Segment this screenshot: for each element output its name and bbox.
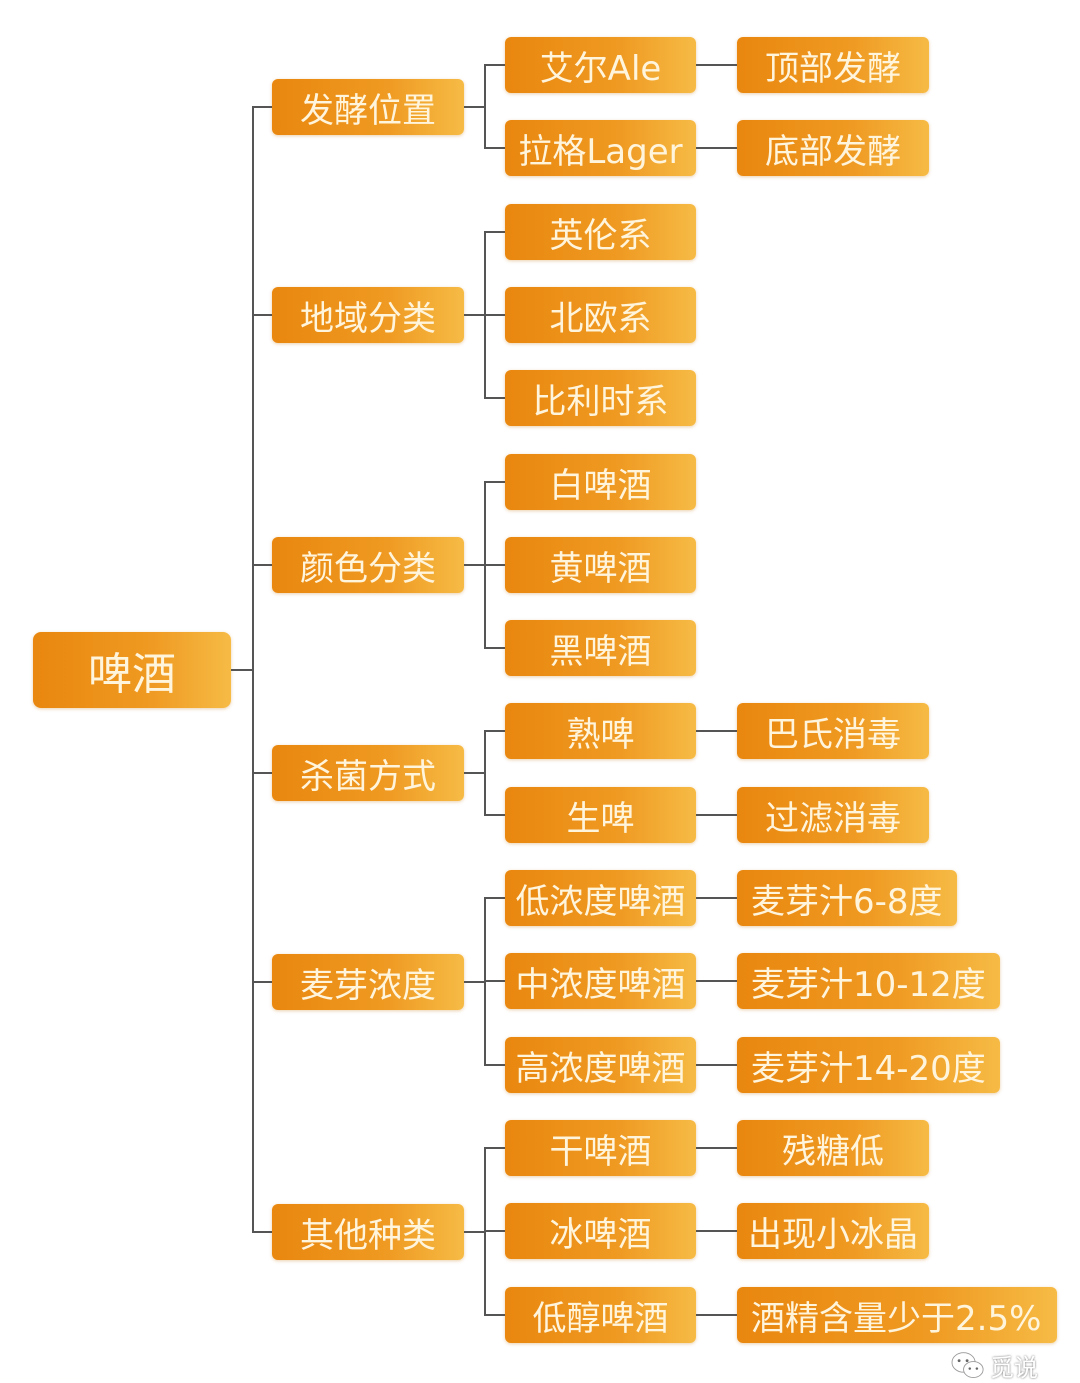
connector-line: [485, 231, 505, 233]
connector-line: [485, 1147, 505, 1149]
connector-line: [253, 314, 272, 316]
connector-line: [484, 1147, 486, 1316]
sub-category-node: 比利时系: [505, 370, 696, 426]
connector-line: [485, 397, 505, 399]
detail-node: 酒精含量少于2.5%: [737, 1287, 1057, 1343]
sub-category-node: 低浓度啤酒: [505, 870, 696, 926]
connector-line: [484, 64, 486, 149]
connector-line: [485, 814, 505, 816]
detail-node: 麦芽汁14-20度: [737, 1037, 1000, 1093]
sub-category-node: 拉格Lager: [505, 120, 696, 176]
sub-category-node: 黑啤酒: [505, 620, 696, 676]
detail-node: 残糖低: [737, 1120, 929, 1176]
connector-line: [485, 314, 505, 316]
category-node: 其他种类: [272, 1204, 464, 1260]
connector-line: [696, 64, 737, 66]
connector-line: [485, 564, 505, 566]
category-node: 颜色分类: [272, 537, 464, 593]
watermark-text: 觅说: [990, 1354, 1038, 1382]
connector-line: [253, 981, 272, 983]
connector-line: [464, 106, 485, 108]
category-node: 地域分类: [272, 287, 464, 343]
sub-category-node: 黄啤酒: [505, 537, 696, 593]
connector-line: [485, 980, 505, 982]
connector-line: [696, 730, 737, 732]
sub-category-node: 干啤酒: [505, 1120, 696, 1176]
category-node: 发酵位置: [272, 79, 464, 135]
connector-line: [484, 231, 486, 399]
root-node: 啤酒: [33, 632, 231, 708]
connector-line: [696, 1314, 737, 1316]
connector-line: [696, 814, 737, 816]
detail-node: 过滤消毒: [737, 787, 929, 843]
watermark: 觅说: [950, 1348, 1038, 1383]
sub-category-node: 高浓度啤酒: [505, 1037, 696, 1093]
connector-line: [484, 481, 486, 649]
connector-line: [696, 147, 737, 149]
connector-line: [696, 1230, 737, 1232]
connector-line: [696, 897, 737, 899]
sub-category-node: 中浓度啤酒: [505, 953, 696, 1009]
connector-line: [484, 897, 486, 1066]
connector-line: [485, 897, 505, 899]
connector-line: [484, 730, 486, 816]
connector-line: [485, 481, 505, 483]
connector-line: [464, 772, 485, 774]
connector-line: [464, 1231, 485, 1233]
category-node: 杀菌方式: [272, 745, 464, 801]
detail-node: 麦芽汁10-12度: [737, 953, 1000, 1009]
sub-category-node: 生啤: [505, 787, 696, 843]
connector-line: [253, 106, 272, 108]
connector-line: [485, 147, 505, 149]
connector-line: [253, 564, 272, 566]
connector-line: [464, 981, 485, 983]
sub-category-node: 艾尔Ale: [505, 37, 696, 93]
wechat-icon: [950, 1350, 986, 1382]
connector-line: [464, 564, 485, 566]
detail-node: 顶部发酵: [737, 37, 929, 93]
connector-line: [485, 1230, 505, 1232]
sub-category-node: 英伦系: [505, 204, 696, 260]
detail-node: 底部发酵: [737, 120, 929, 176]
connector-line: [696, 1147, 737, 1149]
sub-category-node: 熟啤: [505, 703, 696, 759]
sub-category-node: 冰啤酒: [505, 1203, 696, 1259]
sub-category-node: 低醇啤酒: [505, 1287, 696, 1343]
sub-category-node: 北欧系: [505, 287, 696, 343]
connector-line: [485, 730, 505, 732]
connector-line: [253, 1231, 272, 1233]
connector-line: [696, 1064, 737, 1066]
connector-line: [485, 64, 505, 66]
detail-node: 麦芽汁6-8度: [737, 870, 957, 926]
sub-category-node: 白啤酒: [505, 454, 696, 510]
connector-line: [696, 980, 737, 982]
connector-line: [252, 106, 254, 1233]
connector-line: [464, 314, 485, 316]
connector-line: [231, 669, 253, 671]
connector-line: [485, 1064, 505, 1066]
category-node: 麦芽浓度: [272, 954, 464, 1010]
detail-node: 巴氏消毒: [737, 703, 929, 759]
connector-line: [253, 772, 272, 774]
detail-node: 出现小冰晶: [737, 1203, 929, 1259]
connector-line: [485, 647, 505, 649]
connector-line: [485, 1314, 505, 1316]
